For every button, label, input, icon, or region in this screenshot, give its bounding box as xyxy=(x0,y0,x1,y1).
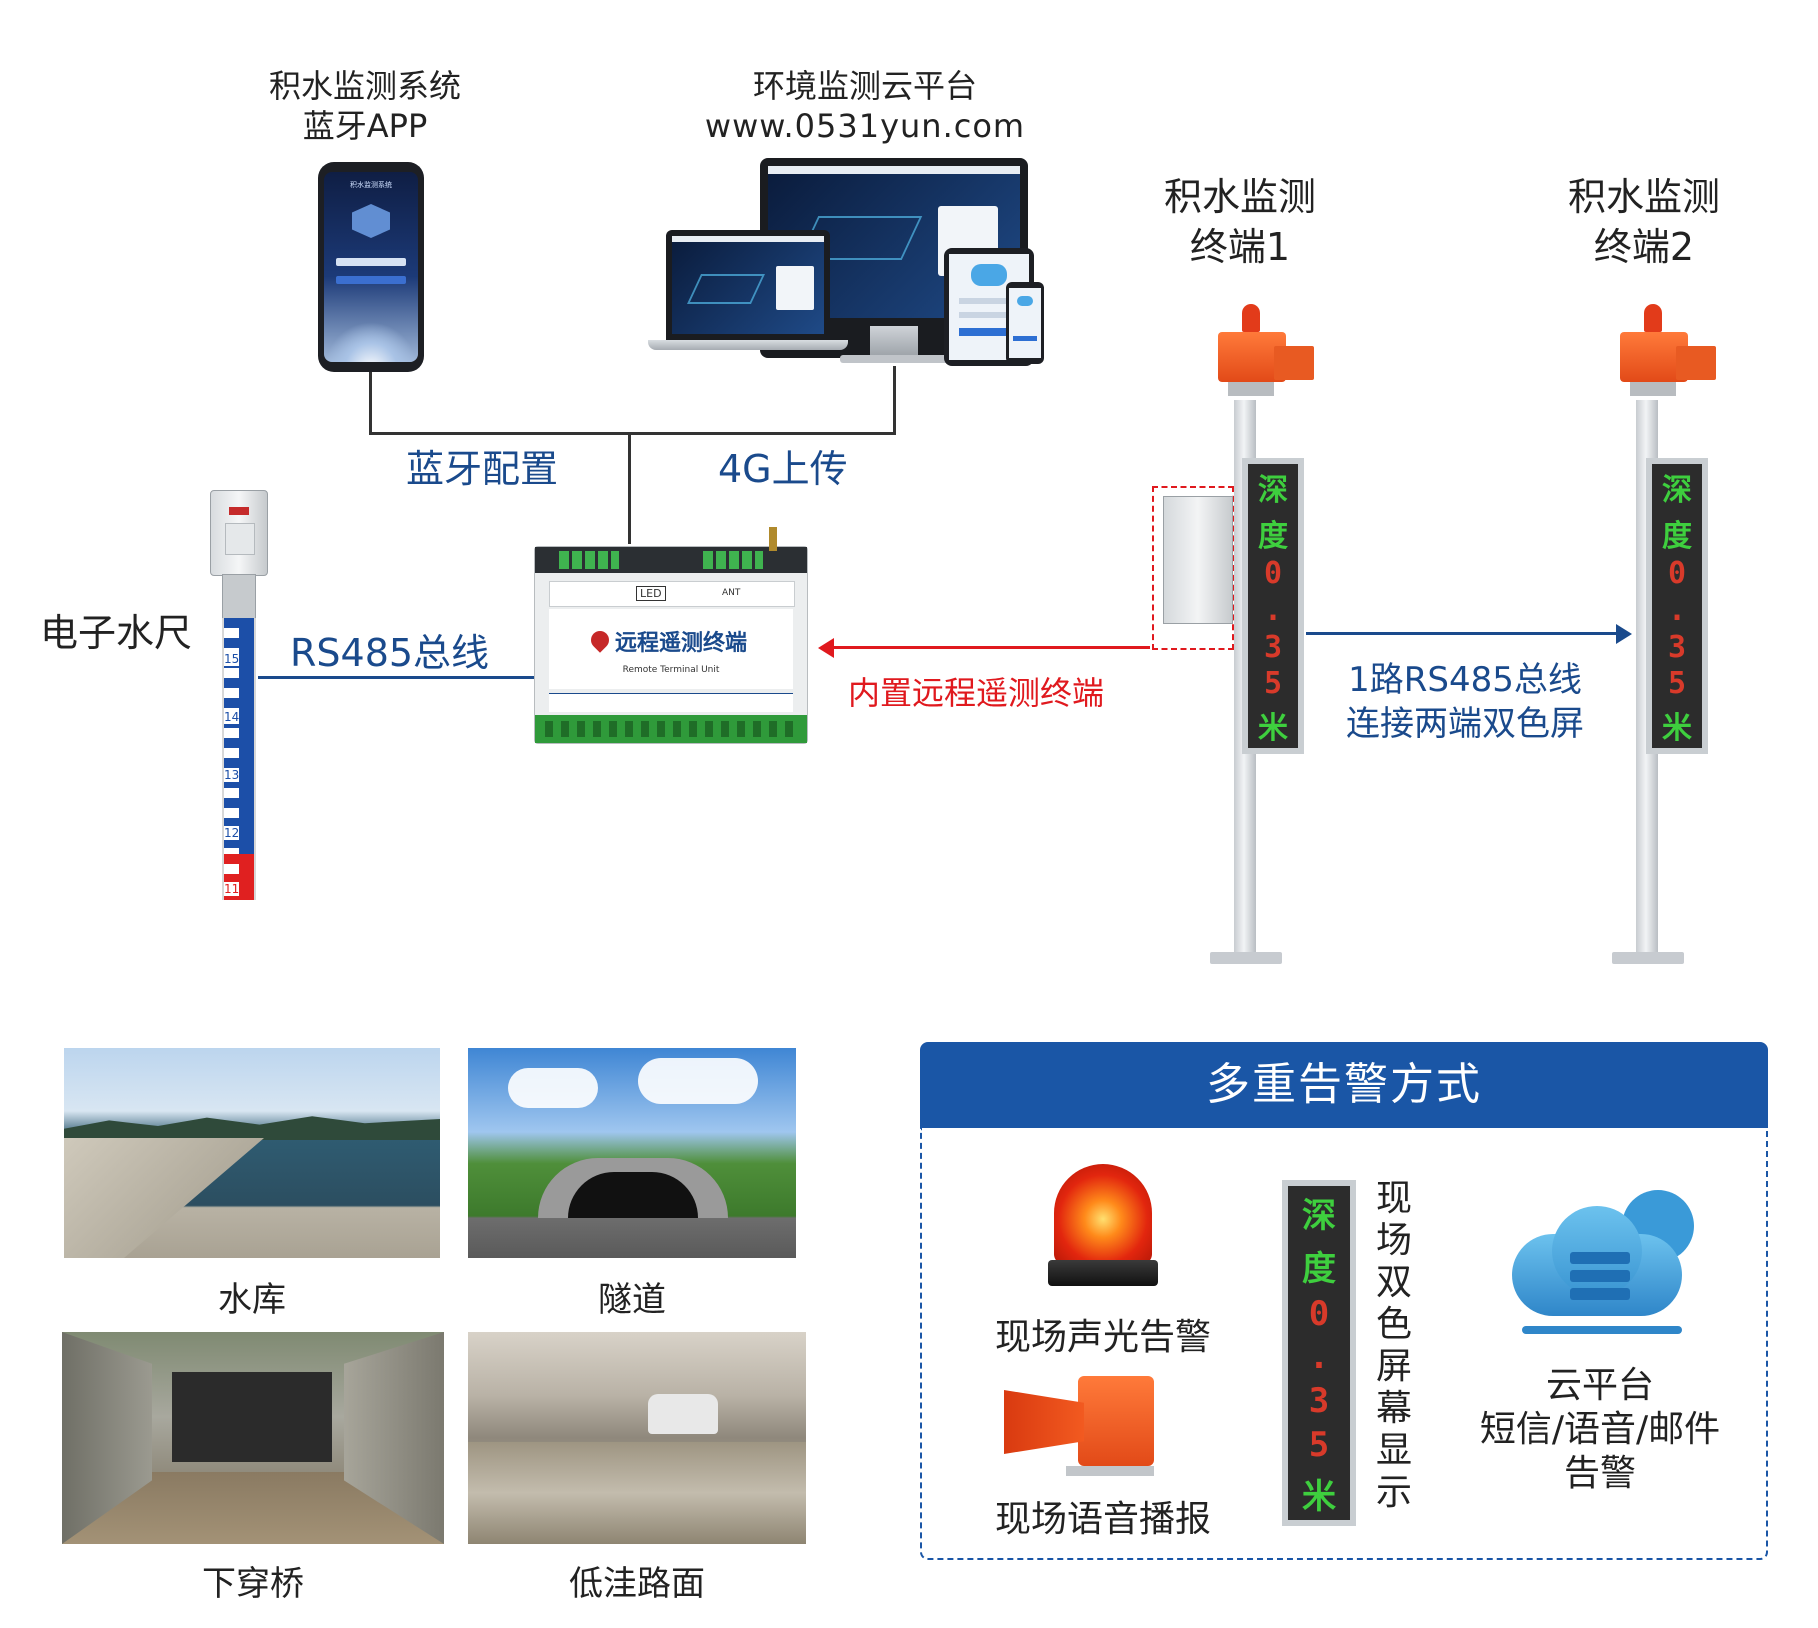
screen-label-char-2: 双 xyxy=(1375,1262,1412,1303)
horn-speaker-icon xyxy=(1004,1376,1154,1476)
scene-lowroad-photo xyxy=(468,1332,806,1544)
scene-label-reservoir: 水库 xyxy=(218,1280,286,1320)
led2-char-5: 5 xyxy=(1667,666,1687,702)
terminal1-enclosure xyxy=(1163,496,1233,624)
cloud-alarm-line1: 云平台 xyxy=(1545,1365,1654,1406)
gauge-sensor-box xyxy=(210,490,268,576)
alarm-panel-title: 多重告警方式 xyxy=(920,1042,1768,1128)
screen-label-char-4: 屏 xyxy=(1375,1346,1412,1387)
screen-label-char-1: 场 xyxy=(1375,1220,1412,1261)
led2-char-6: 米 xyxy=(1662,711,1692,747)
scene-reservoir-photo xyxy=(64,1048,440,1258)
terminal1-title-1: 积水监测 xyxy=(1163,175,1316,219)
app-title-1: 积水监测系统 xyxy=(268,67,461,105)
terminal1-led-screen: 深 度 0 . 3 5 米 xyxy=(1242,458,1304,754)
builtin-label: 内置远程遥测终端 xyxy=(848,674,1105,712)
led1-char-6: 米 xyxy=(1258,711,1288,747)
upload-line-v xyxy=(893,366,896,434)
upload-label: 4G上传 xyxy=(718,447,848,491)
led1-char-3: . xyxy=(1263,592,1283,628)
cloud-title-1: 环境监测云平台 xyxy=(752,67,977,105)
builtin-arrow-head xyxy=(818,638,834,658)
led1-char-1: 度 xyxy=(1258,518,1288,554)
led2-char-4: 3 xyxy=(1667,629,1687,665)
laptop-image xyxy=(666,230,830,340)
led2-char-1: 度 xyxy=(1662,518,1692,554)
panel-led-char-3: . xyxy=(1308,1337,1330,1378)
led2-char-3: . xyxy=(1667,592,1687,628)
bluetooth-label: 蓝牙配置 xyxy=(406,447,559,491)
gauge-mark-11: 11 xyxy=(224,882,240,896)
terminal2-led-screen: 深 度 0 . 3 5 米 xyxy=(1646,458,1708,754)
top-bus-line xyxy=(369,432,896,435)
panel-led-char-4: 3 xyxy=(1308,1381,1330,1422)
rtu-line-v xyxy=(628,432,631,544)
rs485-arrow-head xyxy=(1616,624,1632,644)
mobile-image xyxy=(1006,282,1044,364)
scene-underpass-photo xyxy=(62,1332,444,1544)
scene-label-underpass: 下穿桥 xyxy=(202,1564,304,1604)
rs485-line-left xyxy=(258,676,534,679)
rs485-label-left: RS485总线 xyxy=(290,631,490,675)
app-title-2: 蓝牙APP xyxy=(302,107,428,145)
scene-label-lowroad: 低洼路面 xyxy=(569,1564,705,1604)
light-alarm-label: 现场声光告警 xyxy=(994,1317,1211,1358)
panel-led-char-2: 0 xyxy=(1308,1293,1330,1334)
led2-char-0: 深 xyxy=(1662,472,1692,508)
terminal2-title-1: 积水监测 xyxy=(1567,175,1720,219)
screen-label-char-5: 幕 xyxy=(1375,1388,1412,1429)
led2-char-2: 0 xyxy=(1667,556,1687,592)
terminal1-siren xyxy=(1214,304,1314,400)
terminal2-siren xyxy=(1616,304,1716,400)
terminal2-title-2: 终端2 xyxy=(1593,225,1695,269)
led1-char-4: 3 xyxy=(1263,629,1283,665)
cloud-alarm-line2: 短信/语音/邮件 xyxy=(1479,1409,1721,1450)
bus-right-line1: 1路RS485总线 xyxy=(1348,660,1582,700)
cloud-alarm-line3: 告警 xyxy=(1563,1453,1636,1494)
voice-alarm-label: 现场语音播报 xyxy=(994,1499,1211,1540)
builtin-highlight-box xyxy=(1152,486,1234,650)
screen-label-char-7: 示 xyxy=(1375,1472,1412,1513)
screen-label-char-0: 现 xyxy=(1375,1178,1412,1219)
gauge-mark-15: 15 xyxy=(224,652,240,666)
cloud-server-icon xyxy=(1512,1190,1702,1340)
rtu-subtitle: Remote Terminal Unit xyxy=(622,665,720,675)
beacon-light-icon xyxy=(1048,1164,1158,1288)
terminal1-title-2: 终端1 xyxy=(1189,225,1291,269)
bluetooth-line-v xyxy=(369,372,372,434)
scene-tunnel-photo xyxy=(468,1048,796,1258)
rtu-logo-icon xyxy=(587,627,613,653)
rs485-line-right xyxy=(1306,632,1618,635)
gauge-mark-12: 12 xyxy=(224,826,240,840)
app-logo-icon xyxy=(352,204,390,238)
panel-led-screen: 深 度 0 . 3 5 米 xyxy=(1282,1180,1356,1526)
bus-right-line2: 连接两端双色屏 xyxy=(1346,704,1584,744)
rtu-device: LED ANT 远程遥测终端 Remote Terminal Unit xyxy=(534,527,808,744)
phone-image: 积水监测系统 xyxy=(318,162,424,372)
panel-led-char-0: 深 xyxy=(1302,1195,1336,1236)
led1-char-5: 5 xyxy=(1263,666,1283,702)
cloud-url: www.0531yun.com xyxy=(704,107,1026,145)
panel-led-char-5: 5 xyxy=(1308,1425,1330,1466)
phone-screen-title: 积水监测系统 xyxy=(350,181,392,189)
led1-char-0: 深 xyxy=(1258,472,1288,508)
screen-label-char-6: 显 xyxy=(1375,1430,1412,1471)
gauge-label: 电子水尺 xyxy=(40,611,193,655)
led1-char-2: 0 xyxy=(1263,556,1283,592)
panel-led-char-1: 度 xyxy=(1302,1248,1336,1289)
rtu-led-tag: LED xyxy=(636,586,666,601)
builtin-arrow-line xyxy=(832,646,1150,649)
screen-label-vertical: 现 场 双 色 屏 幕 显 示 xyxy=(1372,1178,1416,1514)
alarm-panel xyxy=(920,1128,1768,1560)
panel-led-char-6: 米 xyxy=(1302,1476,1336,1517)
screen-label-char-3: 色 xyxy=(1375,1304,1412,1345)
rtu-ant-tag: ANT xyxy=(722,588,741,598)
gauge-mark-14: 14 xyxy=(224,710,240,724)
scene-label-tunnel: 隧道 xyxy=(598,1280,666,1320)
gauge-mark-13: 13 xyxy=(224,768,240,782)
rtu-title: 远程遥测终端 xyxy=(615,631,748,656)
